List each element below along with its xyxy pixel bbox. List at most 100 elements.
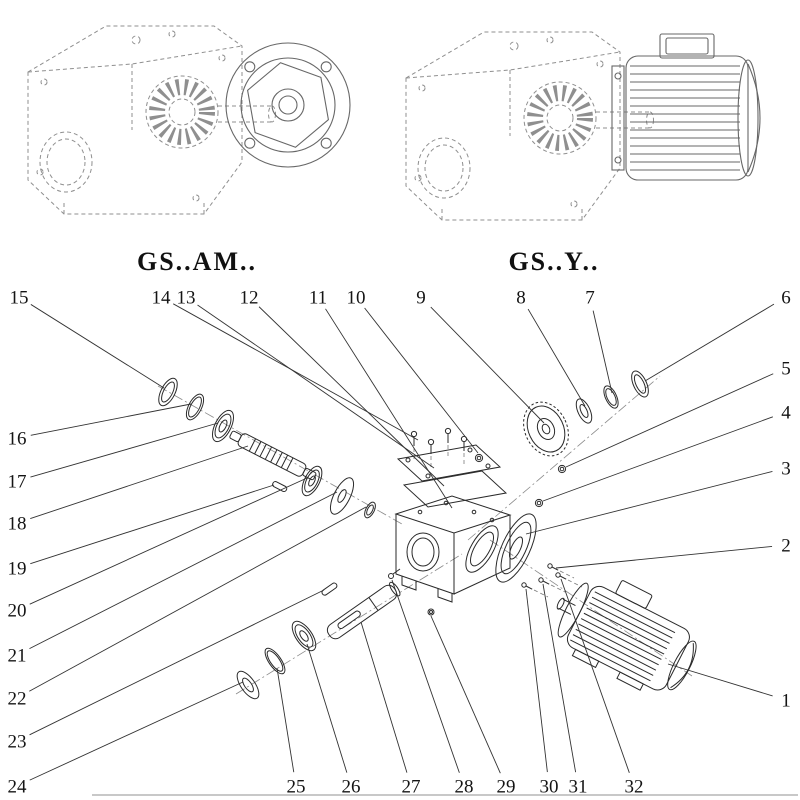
leader-line-16: [30, 403, 192, 436]
callout-8: 8: [516, 288, 526, 309]
leader-line-32: [560, 578, 630, 773]
leader-line-23: [29, 589, 325, 736]
leader-line-9: [430, 306, 545, 424]
leader-line-2: [555, 545, 773, 569]
callout-1: 1: [781, 691, 791, 712]
leader-line-29: [430, 615, 501, 774]
leader-line-14: [173, 303, 419, 441]
part-3-flange: [495, 513, 537, 583]
part-32-screw: [555, 572, 567, 580]
leader-line-25: [276, 667, 295, 773]
part-7-circlip: [603, 385, 619, 409]
part-2-screw: [547, 563, 559, 571]
part-10-plug: [474, 453, 484, 463]
callout-7: 7: [585, 288, 595, 309]
leader-line-30: [525, 588, 548, 773]
callout-19: 19: [8, 559, 27, 580]
part-30-screw: [521, 582, 533, 590]
callout-28: 28: [455, 777, 474, 798]
callout-18: 18: [8, 514, 27, 535]
leader-line-10: [364, 307, 479, 454]
gearbox-am-view: [28, 26, 276, 214]
callout-27: 27: [402, 777, 421, 798]
callout-26: 26: [342, 777, 361, 798]
gearbox-y-view: [406, 32, 654, 220]
callout-14: 14: [152, 288, 172, 309]
callout-15: 15: [10, 288, 29, 309]
screw-axis-lines: [533, 570, 583, 598]
leader-line-18: [30, 445, 249, 519]
callout-20: 20: [8, 601, 27, 622]
leader-line-21: [29, 491, 338, 650]
part-23-pin: [321, 582, 338, 596]
part-17-bearing: [211, 409, 235, 443]
part-4-plug: [534, 498, 544, 508]
callout-17: 17: [8, 472, 27, 493]
leader-line-26: [306, 643, 348, 773]
part-29-plug: [427, 608, 435, 616]
part-8-washer: [575, 398, 593, 424]
callout-25: 25: [287, 777, 306, 798]
assembly-axes: [157, 375, 693, 695]
leader-line-24: [29, 681, 244, 781]
callout-13: 13: [177, 288, 196, 309]
part-28-screw: [388, 568, 401, 579]
part-12-gasket: [402, 470, 508, 508]
leader-line-7: [592, 310, 613, 394]
part-24-washer: [236, 670, 260, 700]
callout-6: 6: [781, 288, 791, 309]
callout-31: 31: [569, 777, 588, 798]
callout-30: 30: [540, 777, 559, 798]
leader-line-13: [197, 304, 435, 469]
am-flange-adapter: [225, 42, 351, 168]
callout-16: 16: [8, 429, 27, 450]
callout-4: 4: [781, 403, 791, 424]
part-13-cover: [396, 444, 502, 482]
leader-line-8: [527, 308, 586, 407]
leader-line-3: [525, 471, 773, 535]
callout-11: 11: [309, 288, 327, 309]
model-label-am: GS..AM..: [137, 247, 257, 276]
part-26-bearing: [291, 620, 317, 652]
part-22-oring: [364, 501, 376, 519]
leader-line-19: [30, 484, 275, 565]
part-9-gear: [523, 401, 569, 457]
callout-5: 5: [781, 359, 791, 380]
model-label-y: GS..Y..: [508, 247, 599, 276]
part-31-screw: [538, 577, 550, 585]
callout-2: 2: [781, 536, 791, 557]
callout-12: 12: [240, 288, 259, 309]
part-15-seal: [158, 377, 178, 407]
leader-line-11: [325, 308, 453, 509]
leader-line-1: [667, 663, 773, 697]
part-20-bearing: [301, 465, 323, 497]
leader-line-15: [30, 304, 165, 389]
callout-22: 22: [8, 689, 27, 710]
part-21-shim: [329, 477, 355, 515]
part-18-worm-shaft: [229, 430, 317, 481]
leader-line-20: [29, 477, 308, 605]
part-1-motor: [556, 580, 697, 691]
callout-9: 9: [416, 288, 426, 309]
part-19-key: [272, 481, 288, 493]
leader-line-22: [29, 506, 367, 692]
part-27-shaft: [326, 581, 401, 640]
callout-32: 32: [625, 777, 644, 798]
callout-23: 23: [8, 732, 27, 753]
y-motor: [611, 33, 761, 181]
callout-29: 29: [497, 777, 516, 798]
leader-line-27: [360, 621, 408, 773]
callout-24: 24: [8, 777, 28, 798]
leader-line-4: [542, 416, 774, 502]
part-25-circlip: [264, 647, 286, 675]
part-14-screws: [410, 427, 468, 470]
leader-lines: [29, 303, 775, 781]
part-11-housing: [394, 495, 512, 603]
exploded-parts: [158, 370, 697, 700]
part-5-plug: [557, 464, 567, 474]
leader-line-31: [542, 583, 577, 773]
callout-10: 10: [347, 288, 366, 309]
